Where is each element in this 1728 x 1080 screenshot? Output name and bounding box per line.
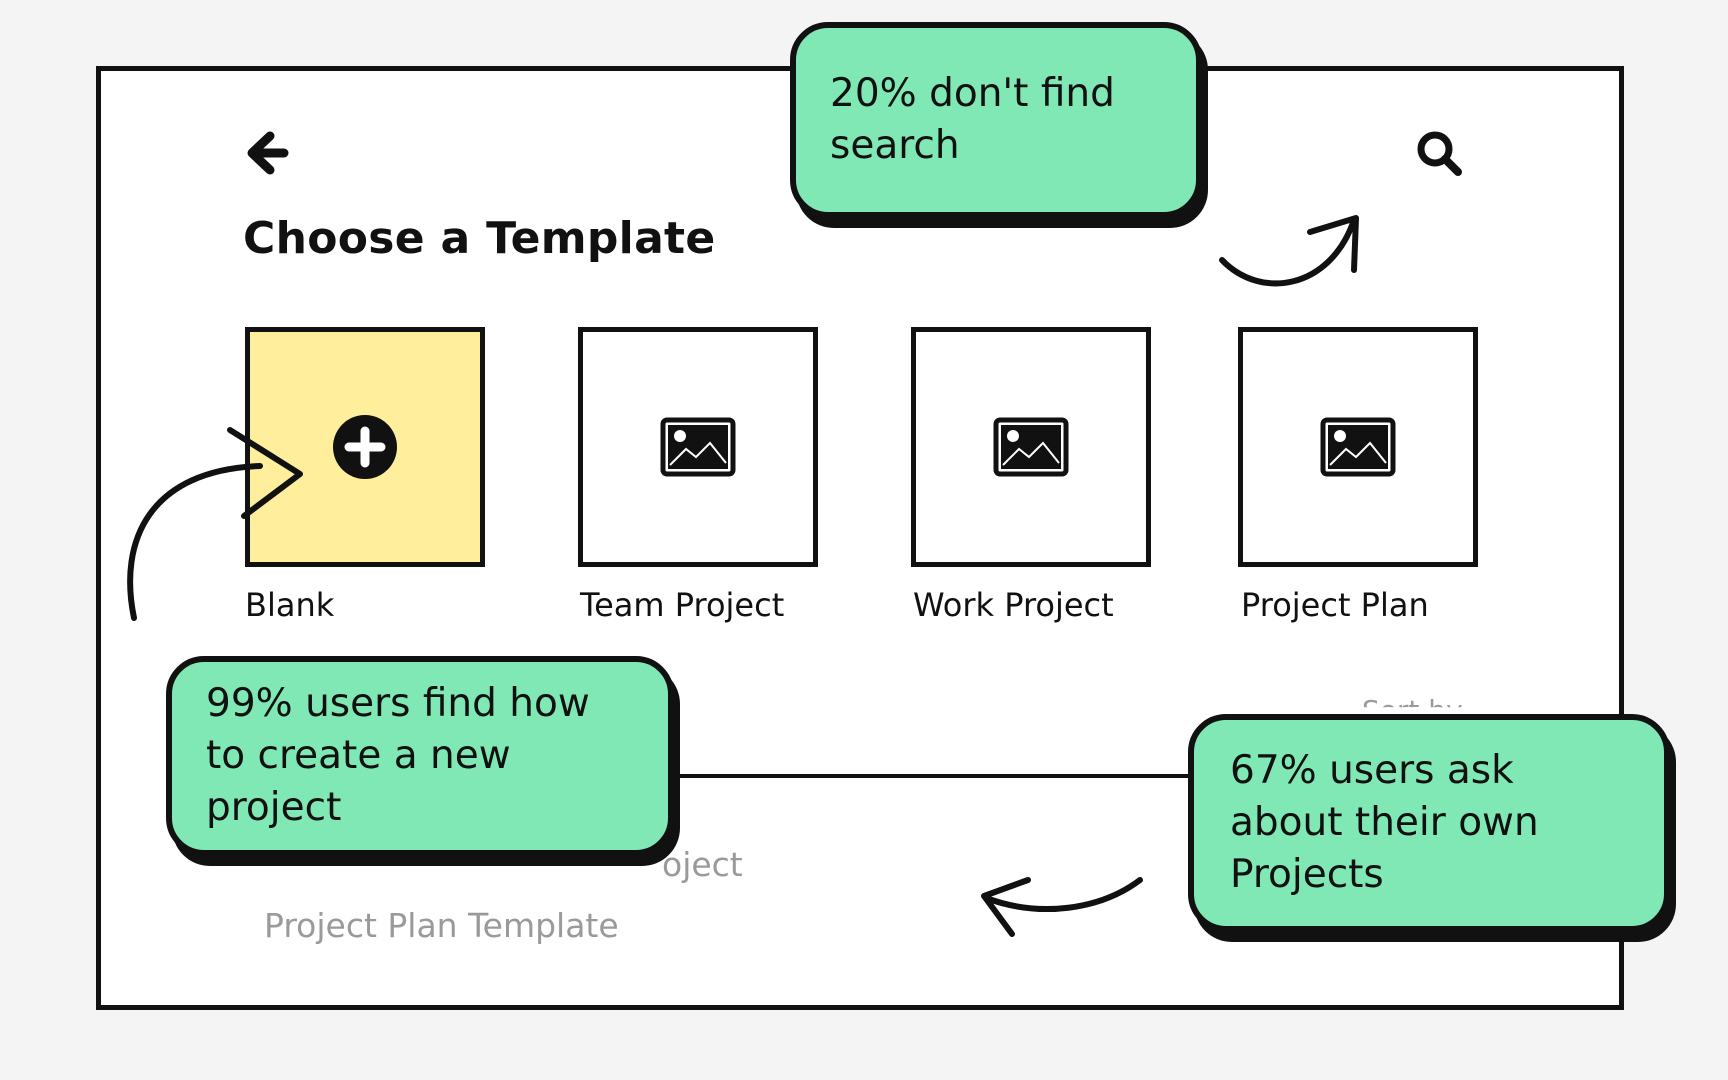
template-label-blank: Blank [245, 586, 335, 624]
image-icon [993, 417, 1069, 477]
template-label-team-project: Team Project [580, 586, 785, 624]
recent-item-project-plan-template[interactable]: Project Plan Template [264, 906, 619, 945]
arrow-left-icon[interactable] [240, 128, 290, 178]
template-tile-team-project[interactable] [578, 327, 818, 567]
image-icon [660, 417, 736, 477]
template-label-project-plan: Project Plan [1241, 586, 1429, 624]
plus-circle-icon [333, 415, 397, 479]
template-tile-blank[interactable] [245, 327, 485, 567]
annotation-own-projects-note: 67% users ask about their own Projects [1188, 714, 1670, 932]
section-divider [676, 774, 1194, 778]
template-label-work-project: Work Project [913, 586, 1114, 624]
annotation-search-note: 20% don't find search [790, 22, 1202, 218]
recent-item-partial[interactable]: oject [662, 845, 743, 884]
image-icon [1320, 417, 1396, 477]
annotation-create-note: 99% users find how to create a new proje… [166, 656, 674, 856]
sort-by-label[interactable]: Sort by [1362, 694, 1463, 707]
template-tile-project-plan[interactable] [1238, 327, 1478, 567]
search-icon[interactable] [1414, 128, 1464, 178]
page-title: Choose a Template [243, 213, 716, 264]
template-tile-work-project[interactable] [911, 327, 1151, 567]
